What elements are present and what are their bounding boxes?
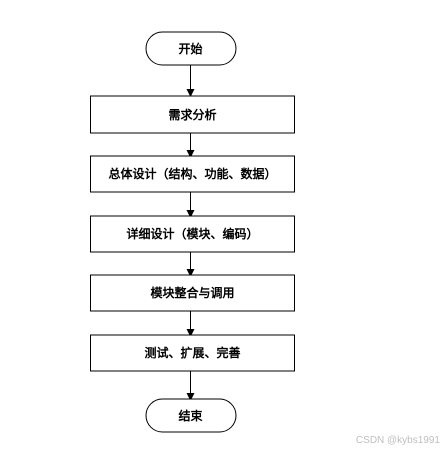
node-requirements-analysis: 需求分析 [90, 95, 295, 134]
start-label: 开始 [178, 41, 202, 56]
node-detailed-design: 详细设计（模块、编码） [90, 215, 295, 253]
node-module-integration: 模块整合与调用 [90, 274, 295, 312]
watermark: CSDN @kybs1991 [355, 435, 440, 446]
testing-label: 测试、扩展、完善 [144, 345, 240, 360]
requirements-analysis-label: 需求分析 [168, 107, 216, 122]
node-end: 结束 [145, 398, 237, 433]
node-overall-design: 总体设计（结构、功能、数据） [90, 155, 295, 193]
detailed-design-label: 详细设计（模块、编码） [126, 226, 258, 241]
overall-design-label: 总体设计（结构、功能、数据） [108, 166, 276, 181]
module-integration-box [90, 274, 295, 312]
overall-design-box [90, 155, 295, 193]
node-start: 开始 [145, 31, 237, 66]
module-integration-label: 模块整合与调用 [150, 285, 234, 300]
requirements-analysis-box [90, 95, 295, 134]
end-terminal-shape [145, 398, 237, 433]
end-label: 结束 [178, 408, 203, 423]
start-terminal-shape [145, 31, 237, 66]
detailed-design-box [90, 215, 295, 253]
testing-box [90, 334, 295, 372]
node-testing: 测试、扩展、完善 [90, 334, 295, 372]
